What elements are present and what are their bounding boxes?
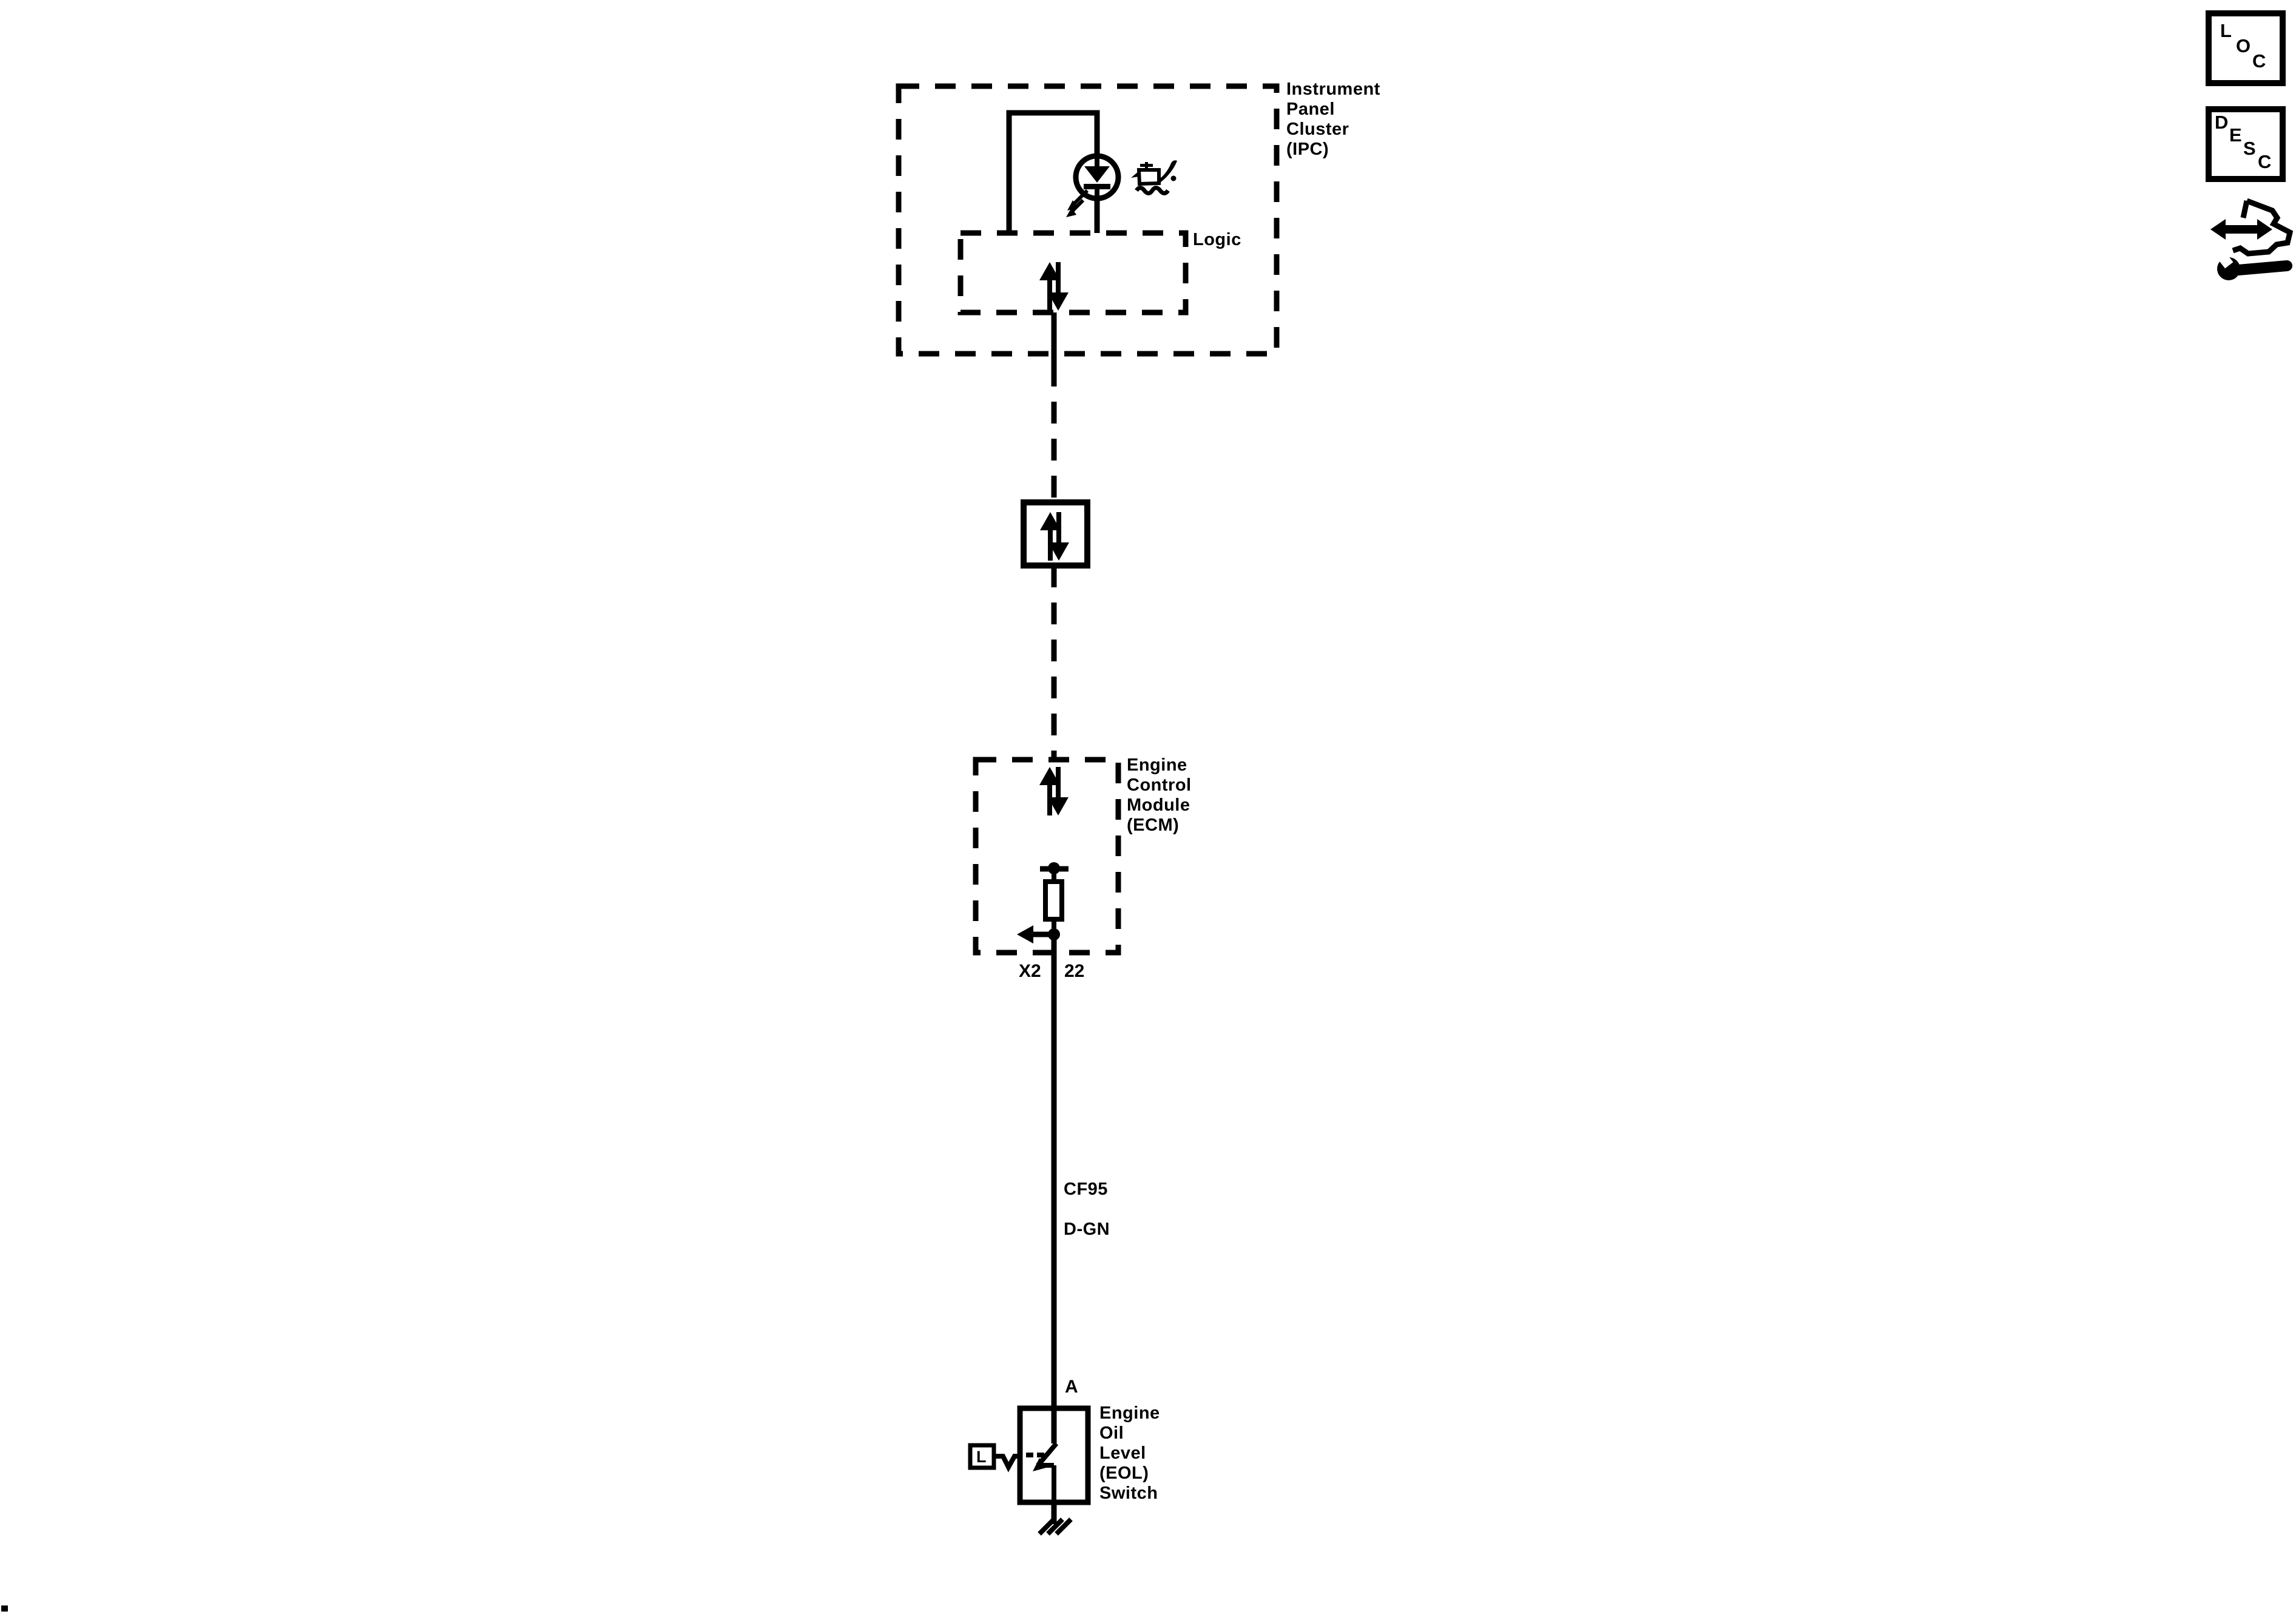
logic-label: Logic xyxy=(1193,230,1241,249)
ecm-serial-arrows-icon xyxy=(1039,767,1069,815)
float-letter: L xyxy=(976,1448,987,1466)
connector-outline xyxy=(2232,198,2294,257)
loc-letter-l: L xyxy=(2220,20,2232,41)
eol-switch-graphic xyxy=(968,1405,1091,1536)
wire-circuit-number: CF95 xyxy=(1064,1180,1108,1199)
led-emission-arrows-icon xyxy=(1066,189,1089,217)
led-diode-triangle xyxy=(1084,166,1110,183)
ipc-dashed-box xyxy=(896,83,1280,357)
wire-label: CF95 D-GN xyxy=(1064,1160,1110,1260)
loc-letter-c: C xyxy=(2252,50,2266,72)
ecm-pin-number: 22 xyxy=(1064,961,1085,981)
desc-letter-d: D xyxy=(2215,112,2229,133)
loc-link-box[interactable] xyxy=(2206,10,2286,86)
serial-data-link-graphic xyxy=(1021,312,1090,758)
ecm-label: Engine Control Module (ECM) xyxy=(1127,755,1192,835)
eol-switch-label: Engine Oil Level (EOL) Switch xyxy=(1099,1403,1160,1503)
signal-arrow-head xyxy=(1017,925,1033,944)
switch-pin-label: A xyxy=(1065,1377,1078,1397)
switch-fixed-contact xyxy=(1036,1463,1056,1502)
float-link-zigzag xyxy=(994,1454,1020,1473)
logic-dashed-box xyxy=(957,230,1189,316)
ipc-module-graphic xyxy=(896,83,1280,357)
desc-link-letters[interactable]: D E S C xyxy=(2209,109,2283,179)
supply-junction-dot xyxy=(1048,862,1060,874)
ipc-label: Instrument Panel Cluster (IPC) xyxy=(1286,79,1380,159)
nav-icons-graphic xyxy=(2206,10,2294,280)
pullup-resistor xyxy=(1043,879,1064,922)
logic-serial-arrows-icon xyxy=(1039,262,1069,311)
double-arrow-icon xyxy=(2210,219,2272,240)
loc-letter-o: O xyxy=(2236,35,2251,56)
connector-wrench-icon[interactable] xyxy=(2210,198,2294,280)
engine-oil-can-icon xyxy=(1131,160,1177,195)
chassis-ground-icon xyxy=(1038,1517,1073,1536)
ecm-connector-id: X2 xyxy=(1019,961,1041,981)
serial-data-box xyxy=(1021,499,1090,569)
ecm-module-graphic xyxy=(973,757,1121,956)
ecm-dashed-box xyxy=(973,757,1121,956)
artifact-dot xyxy=(1,1605,8,1612)
wrench-glyph xyxy=(2217,252,2292,280)
indicator-lamp-box xyxy=(1006,110,1100,233)
led-cathode-bar xyxy=(1084,184,1110,189)
desc-letter-c: C xyxy=(2258,151,2272,172)
desc-link-box[interactable] xyxy=(2206,106,2286,182)
switch-arm xyxy=(1038,1442,1059,1465)
loc-link-letters[interactable]: L O C xyxy=(2209,13,2283,83)
desc-letter-s: S xyxy=(2243,138,2256,159)
desc-letter-e: E xyxy=(2229,124,2242,146)
wire-color-code: D-GN xyxy=(1064,1220,1110,1239)
